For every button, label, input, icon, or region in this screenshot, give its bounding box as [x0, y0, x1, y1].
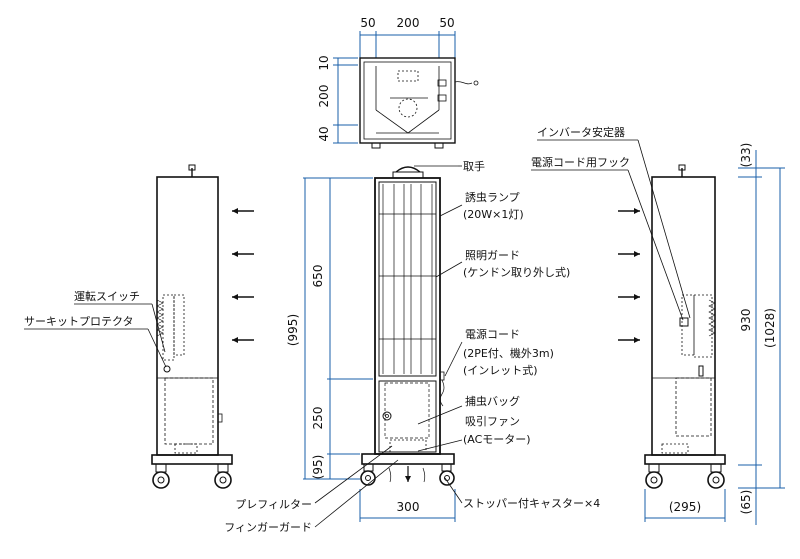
top-view-width-dimensions	[359, 31, 456, 58]
dim-lower-250: 250	[311, 407, 325, 430]
label-suction-fan-spec: (ACモーター)	[463, 433, 531, 446]
dim-upper-650: 650	[311, 265, 325, 288]
dim-total-1028: (1028)	[763, 308, 777, 348]
label-guard: 照明ガード	[465, 249, 520, 262]
top-width-center: 200	[397, 16, 420, 30]
label-finger-guard: フィンガーガード	[224, 521, 312, 534]
top-height-mid: 200	[317, 85, 331, 108]
label-power-cord: 電源コード	[465, 327, 520, 341]
top-height-top: 10	[317, 55, 331, 70]
label-lamp: 誘虫ランプ	[465, 191, 520, 204]
label-suction-fan: 吸引ファン	[465, 414, 520, 428]
label-prefilter: プレフィルター	[235, 498, 312, 511]
left-side-view: 運転スイッチ サーキットプロテクタ	[24, 164, 254, 489]
front-view: 650 250 (95) (995) 300 取手 誘虫ランプ (20W×1灯)…	[224, 159, 600, 534]
label-power-cord-inlet: (インレット式)	[463, 364, 538, 377]
top-view-height-dimensions	[333, 57, 358, 144]
right-side-view: インバータ安定器 電源コード用フック (33) 930 (1028) (65) …	[531, 125, 785, 525]
label-power-cord-spec: (2PE付、機外3m)	[463, 346, 554, 360]
label-caster: ストッパー付キャスター×4	[463, 497, 600, 510]
top-view-body	[359, 57, 479, 149]
right-body	[651, 176, 716, 456]
top-height-bottom: 40	[317, 126, 331, 141]
label-inverter: インバータ安定器	[537, 125, 625, 139]
dim-mid-930: 930	[739, 309, 753, 332]
dim-base-95: (95)	[311, 455, 325, 480]
label-capture-bag: 捕虫バッグ	[465, 394, 520, 408]
dim-total-995: (995)	[286, 314, 300, 346]
label-guard-spec: (ケンドン取り外し式)	[463, 266, 570, 279]
right-height-dimensions	[738, 150, 785, 525]
dim-bottom-65: (65)	[739, 490, 753, 515]
label-lamp-spec: (20W×1灯)	[463, 208, 524, 221]
label-handle: 取手	[463, 159, 485, 173]
dim-depth-295: (295)	[669, 500, 701, 514]
right-airflow-arrows	[618, 208, 640, 343]
label-cord-hook: 電源コード用フック	[531, 155, 630, 169]
label-circuit-protector: サーキットプロテクタ	[24, 315, 134, 328]
top-width-right: 50	[439, 16, 454, 30]
front-width-dimension	[359, 489, 456, 522]
left-airflow-arrows	[232, 208, 254, 343]
dim-top-33: (33)	[739, 143, 753, 168]
label-run-switch: 運転スイッチ	[74, 290, 140, 303]
top-view: 50 200 50 10 200 40	[317, 16, 479, 149]
dim-width-300: 300	[397, 500, 420, 514]
right-depth-dimension	[644, 489, 726, 522]
front-body	[360, 166, 455, 486]
left-body	[156, 176, 219, 456]
front-height-dimensions	[303, 177, 373, 480]
top-width-left: 50	[360, 16, 375, 30]
